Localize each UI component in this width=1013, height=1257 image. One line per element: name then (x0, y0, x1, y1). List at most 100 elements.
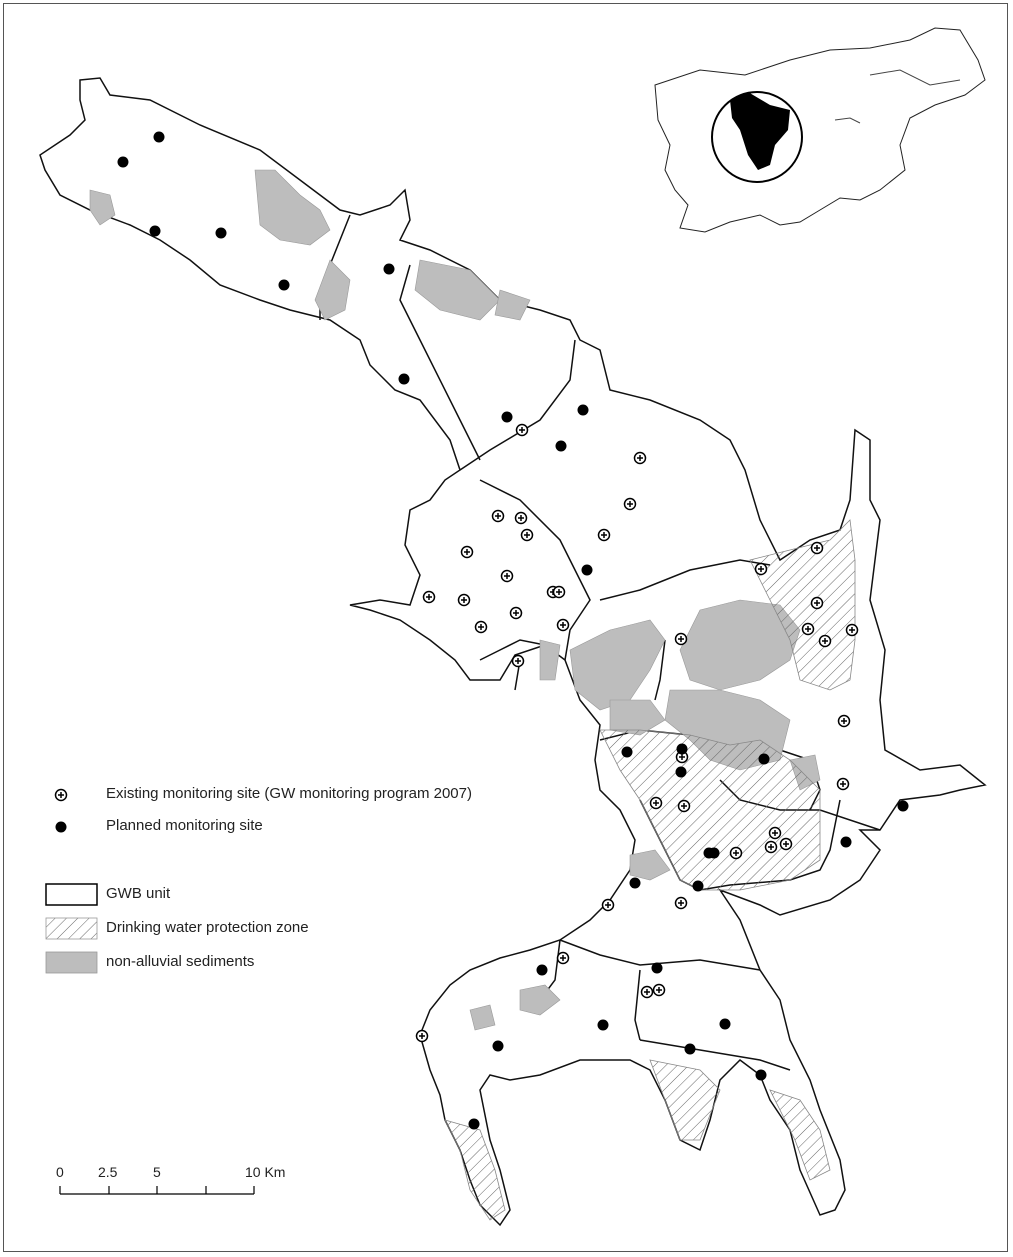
protection-zone-central (599, 729, 821, 891)
protection-zone-s (649, 1059, 721, 1141)
existing-site (556, 618, 570, 632)
planned-site (676, 743, 688, 755)
existing-site (511, 654, 525, 668)
existing-site (500, 569, 514, 583)
non-alluvial-area-south-1 (629, 849, 671, 881)
planned-site (755, 1069, 767, 1081)
existing-site (415, 1029, 429, 1043)
planned-site (536, 964, 548, 976)
protection-zones (444, 519, 856, 1221)
existing-site (633, 451, 647, 465)
non-alluvial-area-central-4 (609, 699, 666, 736)
non-alluvial-areas (89, 169, 821, 1031)
map-frame (3, 3, 1008, 1252)
inset-locator-circle (711, 91, 803, 183)
protection-zone-sw (444, 1119, 506, 1221)
planned-site (651, 962, 663, 974)
planned-site (153, 131, 165, 143)
protection-zone-se (769, 1089, 831, 1181)
scale-label-10-km: 10 Km (245, 1164, 286, 1180)
non-alluvial-area-west (539, 639, 561, 681)
gwb-divider-6 (479, 639, 546, 661)
existing-site (845, 623, 859, 637)
existing-site (422, 590, 436, 604)
legend-non-alluvial-symbol (45, 951, 98, 974)
existing-site (601, 898, 615, 912)
legend-gwb-label: GWB unit (106, 885, 171, 902)
existing-site (729, 846, 743, 860)
inset-country-outline (654, 27, 986, 233)
planned-site (215, 227, 227, 239)
planned-site (501, 411, 513, 423)
planned-site (675, 766, 687, 778)
scale-label-0: 0 (56, 1164, 64, 1180)
existing-site (779, 837, 793, 851)
planned-site (684, 1043, 696, 1055)
non-alluvial-area-nw-2 (89, 189, 116, 226)
existing-site (810, 596, 824, 610)
planned-site (719, 1018, 731, 1030)
existing-site (491, 509, 505, 523)
legend-existing-symbol (54, 788, 68, 802)
existing-site (768, 826, 782, 840)
existing-site (552, 585, 566, 599)
legend-planned-symbol (55, 821, 67, 833)
planned-site (398, 373, 410, 385)
planned-site (597, 1019, 609, 1031)
inset-river-1 (834, 117, 861, 124)
planned-site (758, 753, 770, 765)
planned-site (468, 1118, 480, 1130)
planned-site (581, 564, 593, 576)
gwb-divider-2 (399, 264, 481, 461)
planned-site (278, 279, 290, 291)
existing-site (652, 983, 666, 997)
inset-river-2 (869, 69, 961, 86)
existing-site (623, 497, 637, 511)
existing-site (514, 511, 528, 525)
non-alluvial-area-central-2 (679, 599, 801, 691)
legend-protection-symbol (45, 917, 98, 940)
legend-protection-label: Drinking water protection zone (106, 919, 309, 936)
legend-non-alluvial-label: non-alluvial sediments (106, 953, 255, 970)
planned-site (621, 746, 633, 758)
scale-label-5: 5 (153, 1164, 161, 1180)
non-alluvial-area-south-2 (519, 984, 561, 1016)
planned-site (555, 440, 567, 452)
existing-site (674, 896, 688, 910)
planned-site (629, 877, 641, 889)
planned-site (577, 404, 589, 416)
legend-existing-label: Existing monitoring site (GW monitoring … (106, 785, 472, 802)
non-alluvial-area-nw-1 (254, 169, 331, 246)
non-alluvial-area-central-1 (569, 619, 666, 711)
existing-site (674, 632, 688, 646)
planned-site (492, 1040, 504, 1052)
existing-site (515, 423, 529, 437)
gwb-divider-12 (559, 939, 761, 971)
existing-site (764, 840, 778, 854)
existing-site (810, 541, 824, 555)
planned-sites (117, 131, 909, 1130)
non-alluvial-area-south-3 (469, 1004, 496, 1031)
non-alluvial-area-north-2 (494, 289, 531, 321)
existing-site (520, 528, 534, 542)
planned-site (897, 800, 909, 812)
inset-study-area (730, 92, 790, 170)
existing-site (677, 799, 691, 813)
existing-site (556, 951, 570, 965)
inset-map-slovenia (654, 27, 986, 233)
existing-site (837, 714, 851, 728)
gwb-divider-8 (654, 639, 666, 701)
existing-sites (415, 423, 859, 1043)
gwb-divider-13 (634, 969, 641, 1041)
existing-site (818, 634, 832, 648)
existing-site (649, 796, 663, 810)
scale-label-2-5: 2.5 (98, 1164, 118, 1180)
existing-site (597, 528, 611, 542)
non-alluvial-area-nw-3 (314, 259, 351, 321)
non-alluvial-area-north-1 (414, 259, 501, 321)
existing-site (675, 750, 689, 764)
existing-site (457, 593, 471, 607)
protection-zone-ne (749, 519, 856, 691)
gwb-divider-14 (639, 1039, 791, 1071)
planned-site (708, 847, 720, 859)
